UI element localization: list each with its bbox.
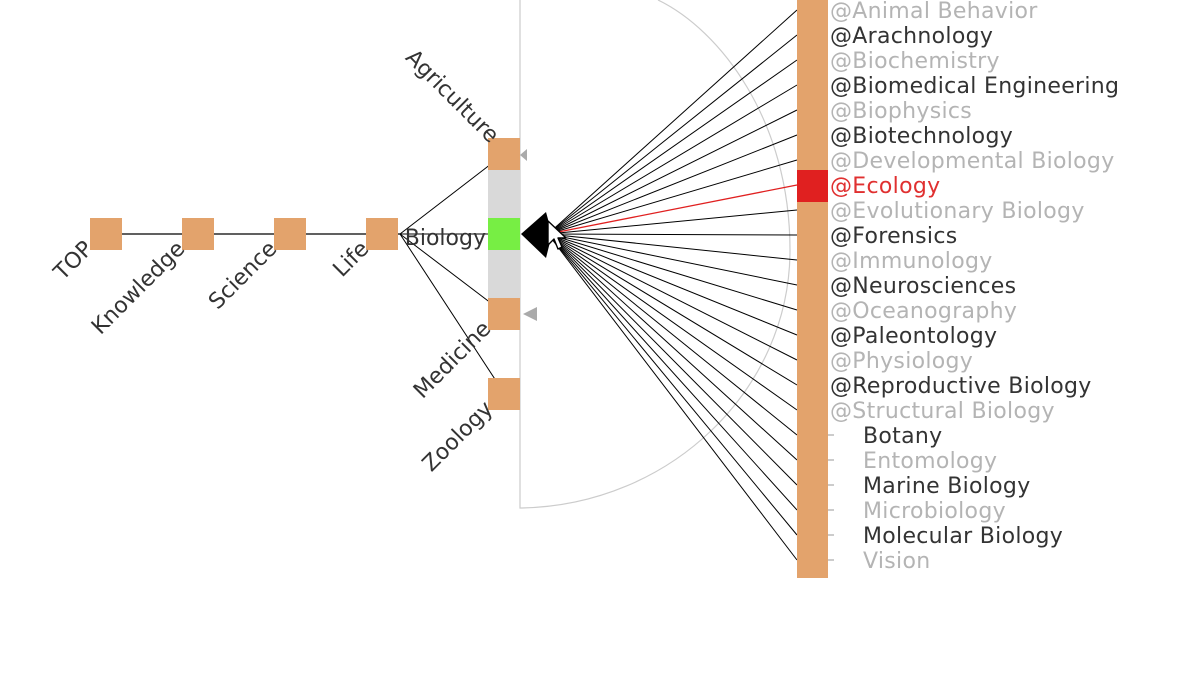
scroll-up-arrow-icon[interactable] <box>520 149 527 161</box>
fan-line <box>547 109 798 235</box>
branch-zoology <box>399 233 505 394</box>
fan-line <box>547 233 798 511</box>
fan-line <box>547 233 798 561</box>
child-label[interactable]: Botany <box>863 424 942 449</box>
child-label[interactable]: @Evolutionary Biology <box>830 199 1085 224</box>
node-agriculture[interactable] <box>488 138 520 170</box>
child-label[interactable]: @Animal Behavior <box>830 0 1038 24</box>
child-fan-lines <box>547 9 834 561</box>
fan-line <box>547 159 798 235</box>
fan-line <box>547 233 798 436</box>
node-science[interactable] <box>274 218 306 250</box>
fan-hub <box>521 212 552 258</box>
scroll-down-arrow-icon[interactable] <box>523 307 537 321</box>
mouse-cursor-icon <box>547 220 567 250</box>
child-highlight-marker[interactable] <box>797 170 828 202</box>
branch-agriculture <box>399 153 505 235</box>
node-biology[interactable] <box>488 218 520 250</box>
fan-line <box>547 233 798 236</box>
child-label[interactable]: @Neurosciences <box>830 274 1016 299</box>
child-label[interactable]: @Biomedical Engineering <box>830 74 1119 99</box>
child-label[interactable]: Marine Biology <box>863 474 1031 499</box>
child-label[interactable]: @Physiology <box>830 349 973 374</box>
fan-line <box>547 233 798 336</box>
fan-line <box>547 233 798 386</box>
fan-line <box>547 184 798 235</box>
child-label[interactable]: @Biotechnology <box>830 124 1013 149</box>
node-top[interactable] <box>90 218 122 250</box>
child-label[interactable]: @Biophysics <box>830 99 972 124</box>
node-knowledge[interactable] <box>182 218 214 250</box>
child-label[interactable]: Vision <box>863 549 930 574</box>
node-medicine[interactable] <box>488 298 520 330</box>
child-label-list: @Animal Behavior@Arachnology@Biochemistr… <box>830 0 1119 574</box>
child-label[interactable]: @Oceanography <box>830 299 1017 324</box>
label-agriculture: Agriculture <box>400 45 503 148</box>
child-label[interactable]: @Forensics <box>830 224 958 249</box>
child-label[interactable]: @Developmental Biology <box>830 149 1115 174</box>
node-zoology[interactable] <box>488 378 520 410</box>
fan-line <box>547 233 798 261</box>
fan-line <box>547 233 798 361</box>
child-label[interactable]: Molecular Biology <box>863 524 1063 549</box>
label-knowledge: Knowledge <box>87 237 190 340</box>
node-life[interactable] <box>366 218 398 250</box>
label-science: Science <box>204 237 282 315</box>
branch-medicine <box>399 233 505 314</box>
child-label[interactable]: Entomology <box>863 449 997 474</box>
child-label[interactable]: @Paleontology <box>830 324 997 349</box>
child-label[interactable]: @Immunology <box>830 249 993 274</box>
child-label[interactable]: @Reproductive Biology <box>830 374 1092 399</box>
fan-line <box>547 233 798 311</box>
focus-arc <box>519 0 791 509</box>
child-label[interactable]: Microbiology <box>863 499 1006 524</box>
child-label[interactable]: @Biochemistry <box>830 49 1000 74</box>
fan-line <box>547 233 798 461</box>
fan-line <box>547 209 798 235</box>
fan-line <box>547 59 798 235</box>
fan-line <box>547 233 798 286</box>
label-zoology: Zoology <box>418 397 498 477</box>
label-medicine: Medicine <box>409 317 496 404</box>
fan-line <box>547 233 798 486</box>
fan-line <box>547 134 798 235</box>
fan-line <box>547 34 798 235</box>
fan-line <box>547 9 798 235</box>
child-label[interactable]: @Structural Biology <box>830 399 1055 424</box>
fan-line <box>547 233 798 536</box>
label-biology: Biology <box>405 226 486 251</box>
fan-line <box>547 84 798 235</box>
child-label[interactable]: @Arachnology <box>830 24 993 49</box>
children-bar[interactable] <box>797 0 828 578</box>
child-label[interactable]: @Ecology <box>830 174 940 199</box>
fan-line <box>547 233 798 411</box>
